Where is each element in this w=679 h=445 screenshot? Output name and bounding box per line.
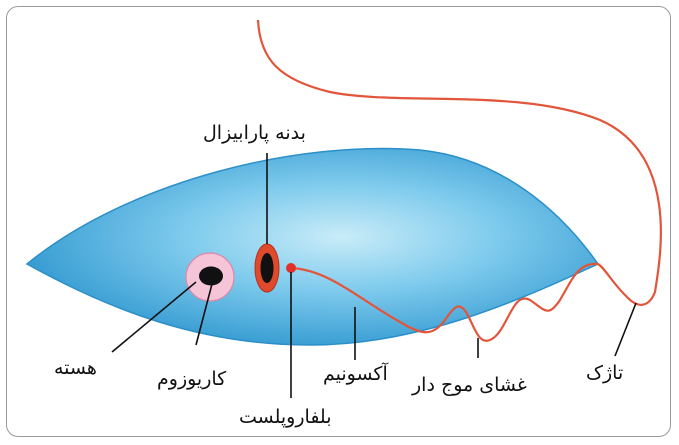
label-karyosome: کاریوزوم	[157, 370, 226, 389]
flagellum-leader-line	[615, 303, 636, 356]
label-undulating-membrane: غشای موج دار	[412, 376, 527, 395]
label-blepharoplast: بلفاروپلست	[239, 408, 332, 427]
label-nucleus: هسته	[54, 359, 97, 378]
cell-body	[27, 148, 598, 345]
label-parabasal-body: بدنه پارابیزال	[203, 124, 306, 143]
label-axoneme: آکسونیم	[323, 365, 388, 384]
label-flagellum: تاژک	[586, 364, 623, 383]
blepharoplast	[286, 263, 296, 273]
karyosome	[199, 267, 223, 286]
parabasal-body-core	[261, 253, 274, 283]
